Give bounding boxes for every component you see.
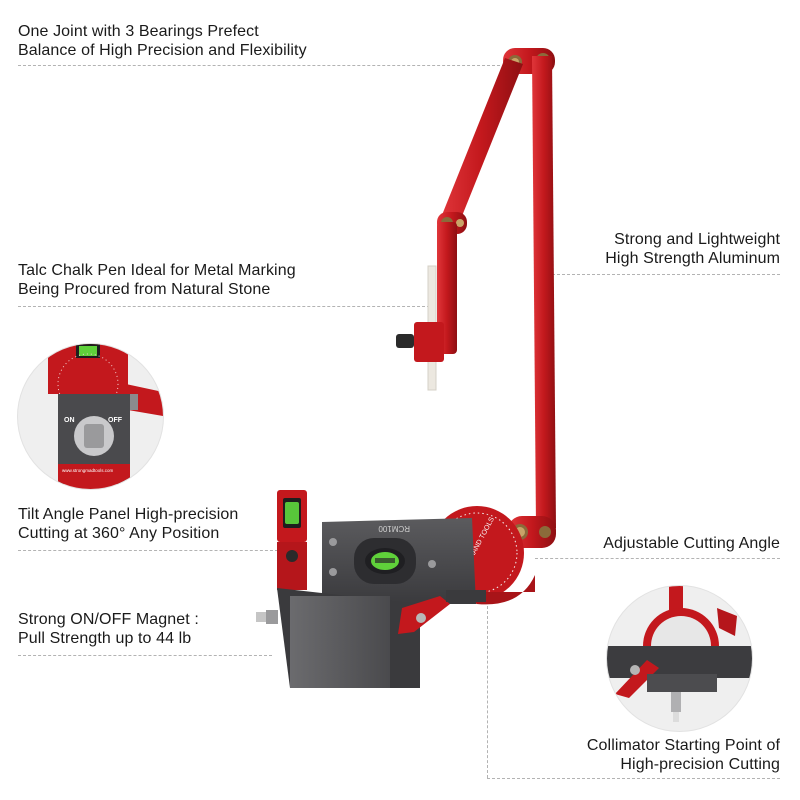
callout-tilt-line1: Tilt Angle Panel High-precision: [18, 506, 239, 523]
callout-magnet-line1: Strong ON/OFF Magnet :: [18, 611, 199, 628]
inset-collimator: [607, 586, 752, 731]
inset-magnet-switch: ON OFF www.strongmadtools.com: [18, 344, 163, 489]
callout-joint-line2: Balance of High Precision and Flexibilit…: [18, 42, 307, 59]
callout-aluminum-leader: [552, 274, 780, 275]
callout-tilt-line2: Cutting at 360° Any Position: [18, 525, 220, 542]
callout-magnet: Strong ON/OFF Magnet : Pull Strength up …: [18, 610, 199, 648]
inset-on-label: ON: [64, 417, 75, 424]
collimator-arm: [446, 590, 486, 602]
callout-chalk-leader: [18, 306, 430, 307]
callout-magnet-leader: [18, 655, 272, 656]
callout-collimator-line1: Collimator Starting Point of: [586, 737, 780, 754]
callout-collimator-leader-vertical: [487, 606, 488, 778]
model-number: RCM100: [378, 524, 410, 533]
callout-collimator: Collimator Starting Point of High-precis…: [587, 736, 780, 774]
callout-angle-line1: Adjustable Cutting Angle: [603, 535, 780, 552]
main-arm-bar: [532, 56, 556, 528]
callout-joint: One Joint with 3 Bearings Prefect Balanc…: [18, 22, 307, 60]
inset-magnet-switch-art: [48, 344, 163, 489]
magnet-body: [256, 588, 420, 688]
chalk-pen-holder: [437, 222, 457, 354]
chalk-knob: [396, 334, 414, 348]
callout-collimator-line2: High-precision Cutting: [620, 756, 780, 773]
inset-url-label: www.strongmadtools.com: [62, 468, 114, 473]
callout-magnet-line2: Pull Strength up to 44 lb: [18, 630, 192, 647]
callout-tilt-leader: [18, 550, 278, 551]
callout-joint-leader: [18, 65, 500, 66]
callout-aluminum: Strong and Lightweight High Strength Alu…: [605, 230, 780, 268]
inset-off-label: OFF: [108, 417, 122, 424]
callout-angle-leader: [535, 558, 780, 559]
callout-collimator-leader: [487, 778, 780, 779]
tilt-level-panel: [277, 490, 307, 590]
callout-joint-line1: One Joint with 3 Bearings Prefect: [18, 23, 259, 40]
upper-diagonal-arm: [440, 58, 523, 226]
inset-collimator-art: [607, 586, 752, 722]
callout-chalk-line2: Being Procured from Natural Stone: [18, 281, 271, 298]
callout-chalk: Talc Chalk Pen Ideal for Metal Marking B…: [18, 261, 296, 299]
magnet-switch-lever: [398, 596, 450, 634]
callout-angle: Adjustable Cutting Angle: [603, 534, 780, 553]
chalk-clamp: [414, 322, 444, 362]
callout-chalk-line1: Talc Chalk Pen Ideal for Metal Marking: [18, 262, 296, 279]
callout-aluminum-line1: Strong and Lightweight: [614, 231, 780, 248]
base-top-plate: RCM100: [322, 518, 476, 604]
callout-aluminum-line2: High Strength Aluminum: [605, 250, 780, 267]
callout-tilt: Tilt Angle Panel High-precision Cutting …: [18, 505, 238, 543]
